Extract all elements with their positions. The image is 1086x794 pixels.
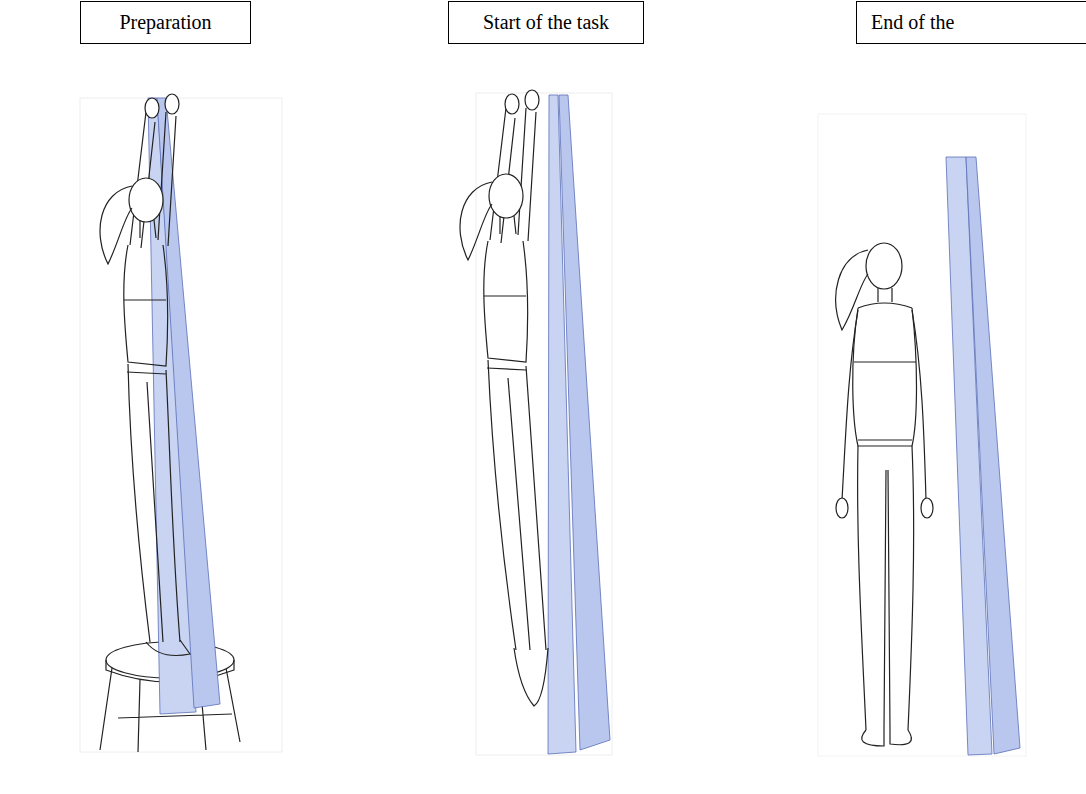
panel-label: End of the [871, 11, 954, 34]
label-box: End of the [856, 1, 1086, 44]
label-box: Start of the task [448, 1, 644, 44]
panel-label: Preparation [119, 11, 211, 34]
woman-figure [460, 90, 548, 706]
panel-frame [80, 98, 282, 752]
panel-label: Start of the task [483, 11, 609, 34]
label-box: Preparation [80, 1, 251, 44]
aerial-fabric [548, 95, 610, 754]
panel-frame [476, 93, 612, 755]
woman-figure [836, 243, 933, 746]
panel-frame [818, 114, 1026, 756]
aerial-fabric [946, 157, 1020, 755]
woman-figure [100, 94, 190, 656]
